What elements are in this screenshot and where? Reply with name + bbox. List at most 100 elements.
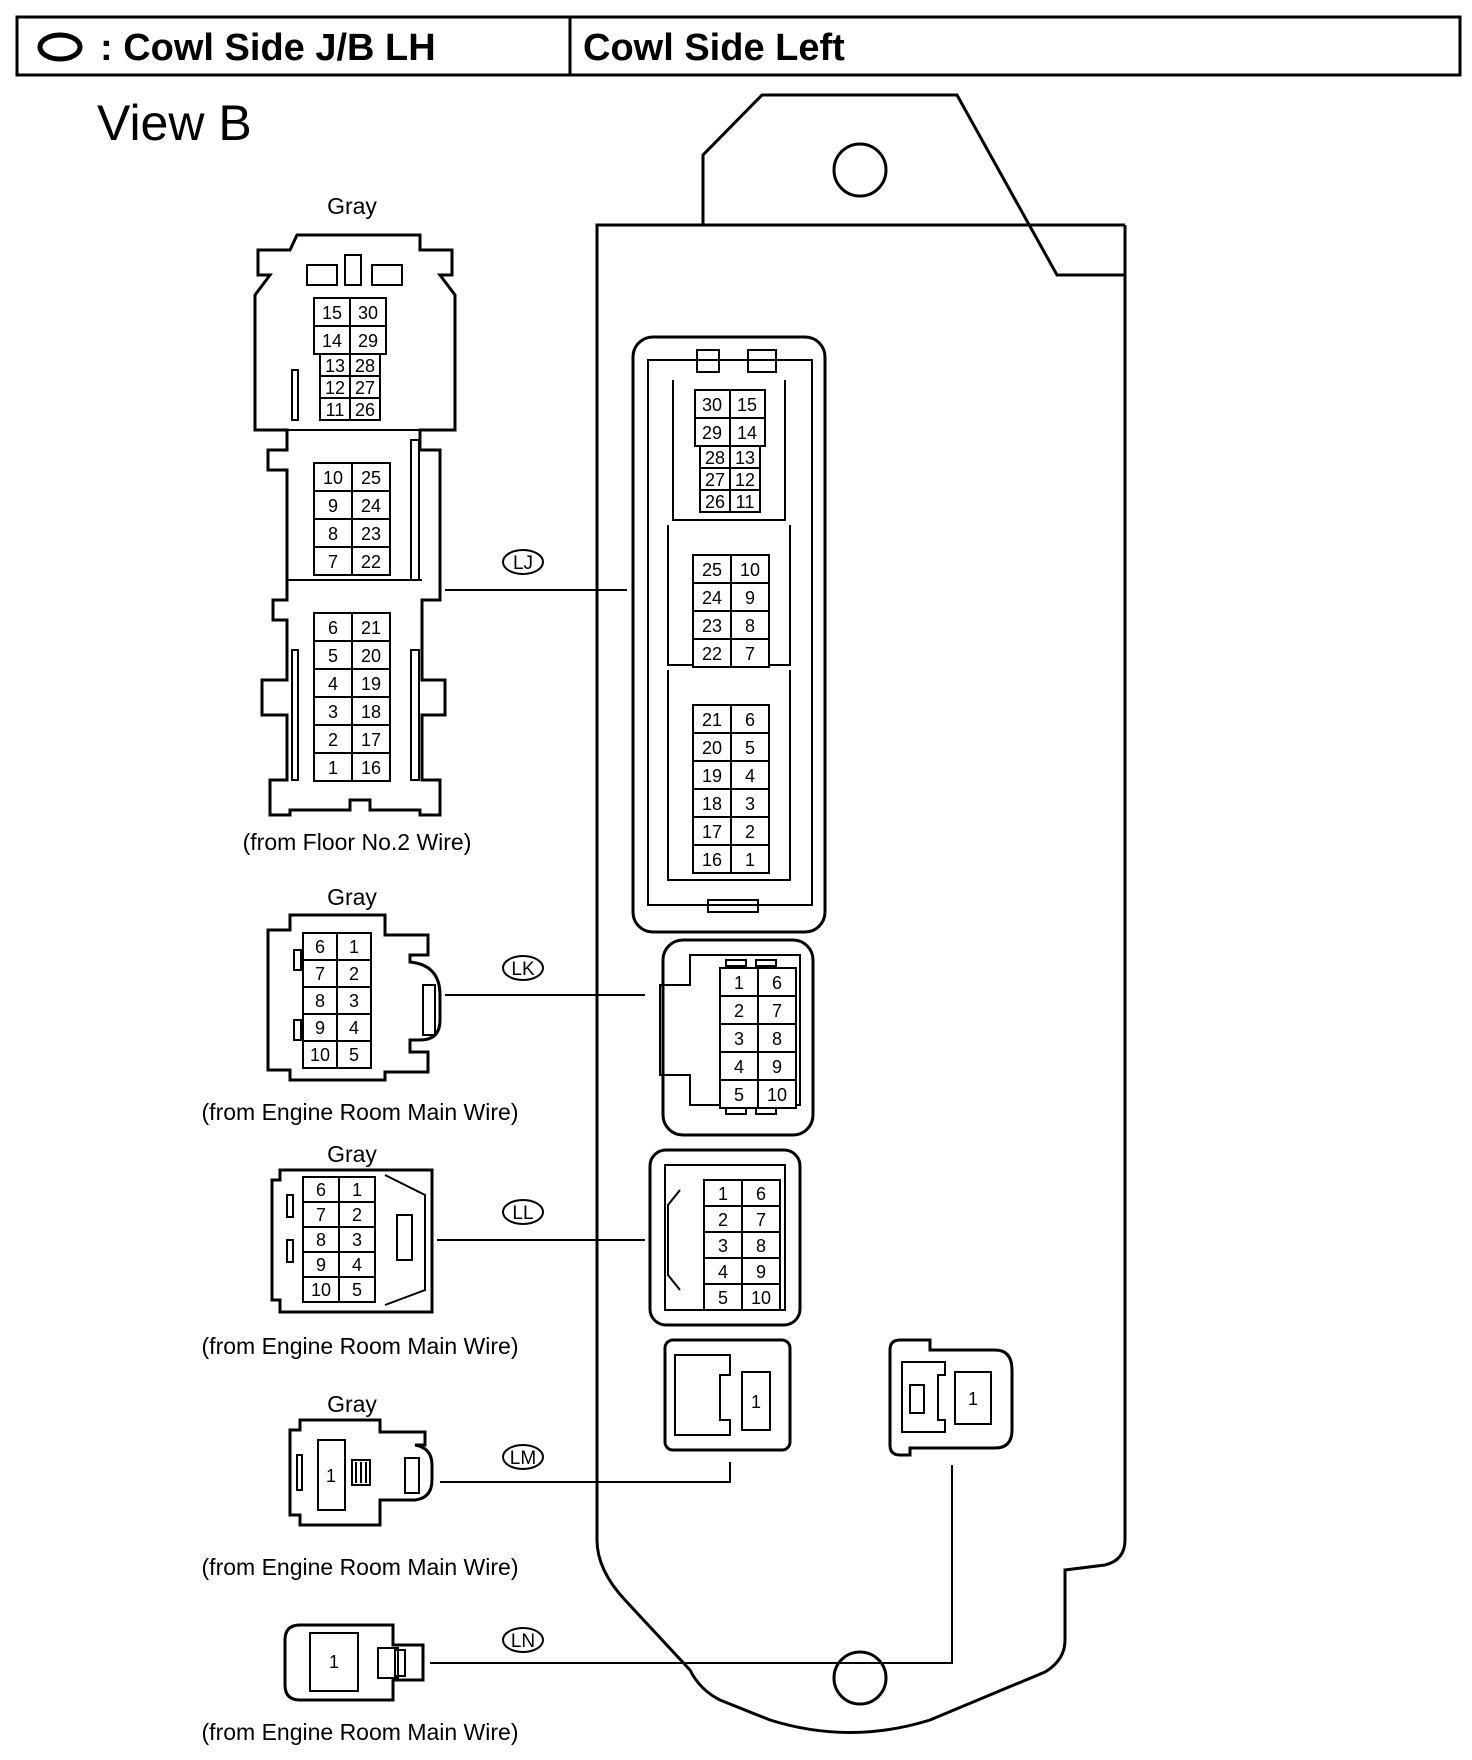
harness-lk-pin: 9 — [315, 1018, 325, 1038]
harness-lk-pin: 6 — [315, 937, 325, 957]
block-lm-pin: 1 — [751, 1392, 761, 1412]
harness-lj-pin: 19 — [361, 674, 381, 694]
block-lj-pin: 25 — [702, 560, 722, 580]
harness-lj-pin: 4 — [328, 674, 338, 694]
harness-lj-pin: 30 — [358, 303, 378, 323]
harness-ll-pin: 4 — [352, 1255, 362, 1275]
block-ll-pin: 3 — [718, 1236, 728, 1256]
harness-lj-pin: 17 — [361, 730, 381, 750]
block-lj-pin: 16 — [702, 850, 722, 870]
block-lj-pin: 19 — [702, 766, 722, 786]
harness-lj-pin: 14 — [322, 331, 342, 351]
location-title: Cowl Side Left — [583, 27, 845, 69]
svg-text:LJ: LJ — [513, 553, 533, 574]
harness-lj-pin: 16 — [361, 758, 381, 778]
lm-source-label: (from Engine Room Main Wire) — [202, 1554, 519, 1580]
block-lj-pin: 26 — [705, 492, 725, 512]
lj-source-label: (from Floor No.2 Wire) — [243, 829, 472, 855]
lm-color-label: Gray — [327, 1391, 377, 1417]
harness-lj-pin: 9 — [328, 496, 338, 516]
block-lk-pin: 2 — [734, 1001, 744, 1021]
block-ll-pin: 6 — [756, 1184, 766, 1204]
ll-color-label: Gray — [327, 1141, 377, 1167]
harness-lk-pin: 8 — [315, 991, 325, 1011]
block-lj-pin: 15 — [737, 395, 757, 415]
block-lk-pin: 8 — [772, 1029, 782, 1049]
harness-lj-pin: 7 — [328, 552, 338, 572]
mount-hole-bottom — [832, 1650, 888, 1706]
view-label: View B — [97, 95, 252, 151]
block-lk-pin: 5 — [734, 1085, 744, 1105]
harness-lk-pin: 10 — [310, 1045, 330, 1065]
block-lj-pin: 20 — [702, 738, 722, 758]
harness-ll-pin: 3 — [352, 1230, 362, 1250]
block-lj-pin: 29 — [702, 423, 722, 443]
block-ln-receptacle: 1 — [888, 1338, 1014, 1457]
connector-code-badge-ll: LL — [502, 1199, 544, 1225]
harness-lj-pin: 23 — [361, 524, 381, 544]
harness-lj-pin: 22 — [361, 552, 381, 572]
block-lj-pin: 18 — [702, 794, 722, 814]
block-ll-pin: 10 — [751, 1288, 771, 1308]
block-lj-pin: 8 — [745, 616, 755, 636]
harness-lk-pin: 7 — [315, 964, 325, 984]
harness-lj-pin: 8 — [328, 524, 338, 544]
block-lj-pin-grid: 30 15 29 14 28 13 27 12 26 11 25 10 24 9… — [692, 389, 770, 874]
harness-lk-pin: 5 — [349, 1045, 359, 1065]
harness-lj-pin: 27 — [355, 378, 375, 398]
block-ll-pin: 5 — [718, 1288, 728, 1308]
block-lj-pin: 4 — [745, 766, 755, 786]
svg-text:LK: LK — [511, 959, 535, 980]
svg-text:LN: LN — [511, 1631, 535, 1652]
harness-lk-pin: 3 — [349, 991, 359, 1011]
junction-block-title: : Cowl Side J/B LH — [100, 27, 436, 69]
block-lj-pin: 24 — [702, 588, 722, 608]
block-ll-pin: 8 — [756, 1236, 766, 1256]
block-lk-pin: 7 — [772, 1001, 782, 1021]
block-lj-pin: 2 — [745, 822, 755, 842]
block-lk-pin: 6 — [772, 973, 782, 993]
harness-ln-pin: 1 — [329, 1652, 339, 1672]
harness-lj-pin: 20 — [361, 646, 381, 666]
harness-ll-pin: 1 — [352, 1180, 362, 1200]
harness-lj-pin: 18 — [361, 702, 381, 722]
lk-color-label: Gray — [327, 884, 377, 910]
harness-lj-pin: 3 — [328, 702, 338, 722]
harness-lj-pin: 6 — [328, 618, 338, 638]
block-lj-pin: 12 — [735, 470, 755, 490]
block-lk-pin: 3 — [734, 1029, 744, 1049]
harness-ll-pin: 9 — [316, 1255, 326, 1275]
block-lj-pin: 17 — [702, 822, 722, 842]
mount-hole-top — [832, 142, 888, 198]
harness-ll-pin: 2 — [352, 1205, 362, 1225]
block-ll-pin: 4 — [718, 1262, 728, 1282]
harness-lk-connector: Gray 6 1 7 2 8 3 9 4 10 5 (from Engine R… — [202, 884, 519, 1125]
block-lj-pin: 27 — [705, 470, 725, 490]
harness-lj-pin: 25 — [361, 468, 381, 488]
block-lj-pin: 1 — [745, 850, 755, 870]
harness-lj-pin: 1 — [328, 758, 338, 778]
harness-lj-connector: Gray 15 30 14 29 13 28 12 27 11 26 10 25… — [243, 193, 472, 855]
block-lk-receptacle: 1 6 2 7 3 8 4 9 5 10 — [659, 938, 815, 1137]
harness-lj-pin: 15 — [322, 303, 342, 323]
harness-lj-pin: 26 — [355, 400, 375, 420]
block-lj-pin: 9 — [745, 588, 755, 608]
harness-ll-pin: 5 — [352, 1280, 362, 1300]
harness-ll-connector: Gray 6 1 7 2 8 3 9 4 10 5 (from Engine R… — [202, 1141, 519, 1359]
block-lk-pin: 4 — [734, 1057, 744, 1077]
block-lk-pin: 1 — [734, 973, 744, 993]
block-lj-pin: 30 — [702, 395, 722, 415]
connector-code-badge-ln: LN — [502, 1627, 544, 1653]
harness-lj-pin: 21 — [361, 618, 381, 638]
block-ln-pin: 1 — [968, 1389, 978, 1409]
block-lj-pin: 28 — [705, 448, 725, 468]
block-lj-pin: 3 — [745, 794, 755, 814]
block-lj-pin: 7 — [745, 644, 755, 664]
harness-lk-pin: 4 — [349, 1018, 359, 1038]
block-ll-pin: 2 — [718, 1210, 728, 1230]
block-ll-pin: 7 — [756, 1210, 766, 1230]
block-lj-pin: 13 — [735, 448, 755, 468]
harness-lj-pin: 10 — [323, 468, 343, 488]
harness-lj-pin: 13 — [325, 356, 345, 376]
